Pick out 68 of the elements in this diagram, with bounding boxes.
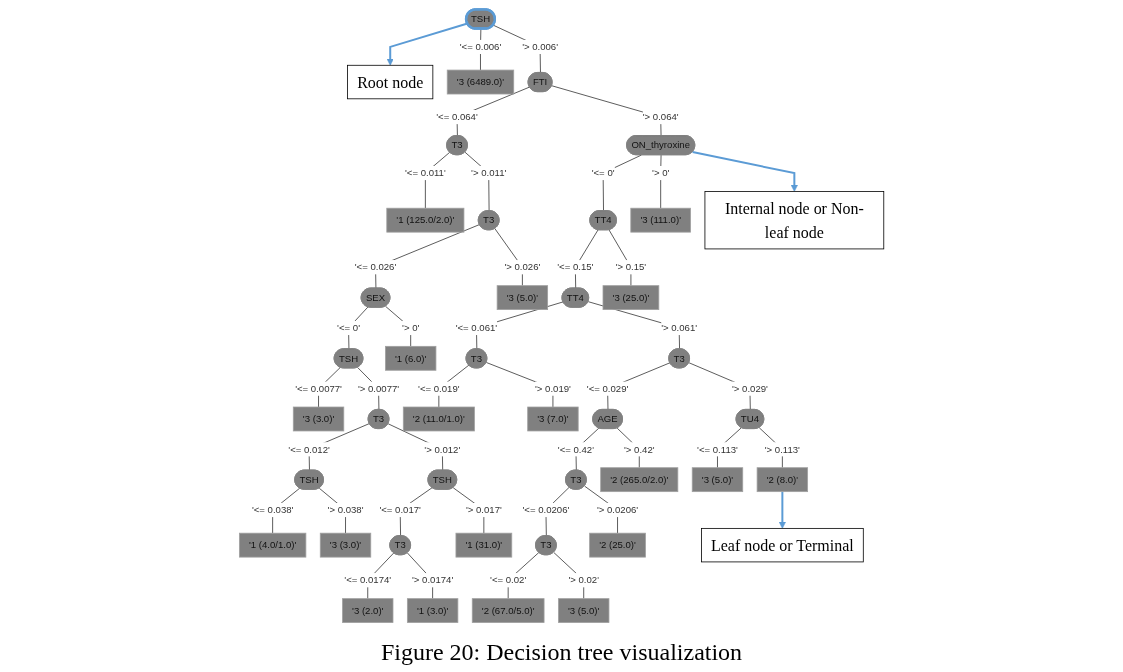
edge-label: '> 0.15' [615, 261, 647, 273]
connector [660, 154, 662, 209]
edge-label: '<= 0.113' [696, 443, 738, 455]
node-box: '3 (5.0)' [557, 598, 610, 623]
edge-label: '<= 0.012' [288, 443, 330, 455]
edge-label: '<= 0.42' [557, 443, 594, 455]
node-box: '3 (2.0)' [342, 598, 394, 623]
edge-label: '> 0' [651, 167, 670, 179]
node-box: '2 (8.0)' [756, 467, 808, 493]
node-box: '3 (3.0)' [292, 406, 345, 432]
edge-label: '<= 0.019' [418, 383, 460, 395]
connector [602, 154, 642, 212]
connector [385, 305, 411, 347]
edge-label: '<= 0.0077' [295, 383, 342, 395]
edge-label: '> 0.0174' [411, 574, 454, 586]
edge-label: '<= 0.011' [404, 167, 446, 179]
node-box: '2 (11.0/1.0)' [402, 406, 475, 432]
node-box: '3 (5.0)' [496, 285, 548, 310]
edge-label: '<= 0.017' [379, 504, 421, 516]
edge-label: '> 0.006' [522, 41, 558, 53]
node-box: Root node [347, 64, 434, 100]
arrow [778, 490, 786, 529]
node-box: Leaf node or Terminal [700, 528, 864, 563]
edge-label: '> 0.0206' [596, 504, 639, 516]
edge-label: '<= 0.02' [489, 574, 527, 586]
edge-label: '<= 0.061' [455, 322, 498, 334]
node-box: '2 (25.0)' [589, 532, 646, 558]
node-box: '1 (3.0)' [406, 598, 459, 623]
edge-label: '> 0.026' [504, 261, 541, 273]
edge-label: '> 0.113' [764, 443, 800, 455]
edge-label: '> 0.029' [731, 383, 768, 395]
node-box: Internal node or Non-leaf node [704, 191, 885, 250]
edge-label: '<= 0.064' [436, 111, 478, 123]
edge-label: '<= 0.0206' [522, 504, 570, 516]
node-box: '3 (111.0)' [630, 207, 691, 233]
edge-label: '> 0.0077' [357, 383, 400, 395]
node-box: '1 (4.0/1.0)' [238, 532, 307, 558]
node-box: '3 (25.0)' [602, 285, 660, 310]
node-box: '3 (3.0)' [319, 532, 372, 558]
connector [348, 306, 369, 350]
edge-label: '<= 0.029' [586, 383, 629, 395]
edge-label: '<= 0.0174' [344, 574, 392, 586]
edge-label: '> 0.011' [471, 167, 507, 179]
edge-label: '> 0.012' [424, 443, 461, 455]
node-box: '1 (125.0/2.0)' [386, 207, 465, 233]
edge-label: '> 0.038' [327, 504, 364, 516]
node-box: '3 (6489.0)' [446, 69, 515, 95]
edge-label: '> 0.02' [568, 574, 599, 586]
node-box: '3 (5.0)' [691, 467, 744, 493]
edge-label: '> 0.42' [623, 443, 655, 455]
edge-label: '<= 0' [591, 167, 615, 179]
node-box: '1 (31.0)' [455, 532, 513, 558]
edge-label: '> 0.061' [661, 322, 697, 334]
figure-caption: Figure 20: Decision tree visualization [379, 639, 744, 666]
edge-label: '<= 0.026' [354, 261, 397, 273]
edge-label: '> 0.017' [465, 504, 502, 516]
edge-label: '> 0' [401, 322, 420, 334]
edge-label: '> 0.064' [642, 111, 679, 123]
edge-label: '<= 0' [337, 322, 360, 334]
node-box: '3 (7.0)' [527, 406, 579, 432]
edge-label: '<= 0.038' [251, 504, 294, 516]
node-box: '1 (6.0)' [384, 345, 437, 371]
node-box: '2 (67.0/5.0)' [471, 598, 545, 623]
node-box: '2 (265.0/2.0)' [600, 467, 679, 493]
edge-label: '<= 0.15' [557, 261, 594, 273]
edge-label: '<= 0.006' [459, 41, 502, 53]
arrow [691, 151, 798, 192]
edge-label: '> 0.019' [534, 383, 571, 395]
